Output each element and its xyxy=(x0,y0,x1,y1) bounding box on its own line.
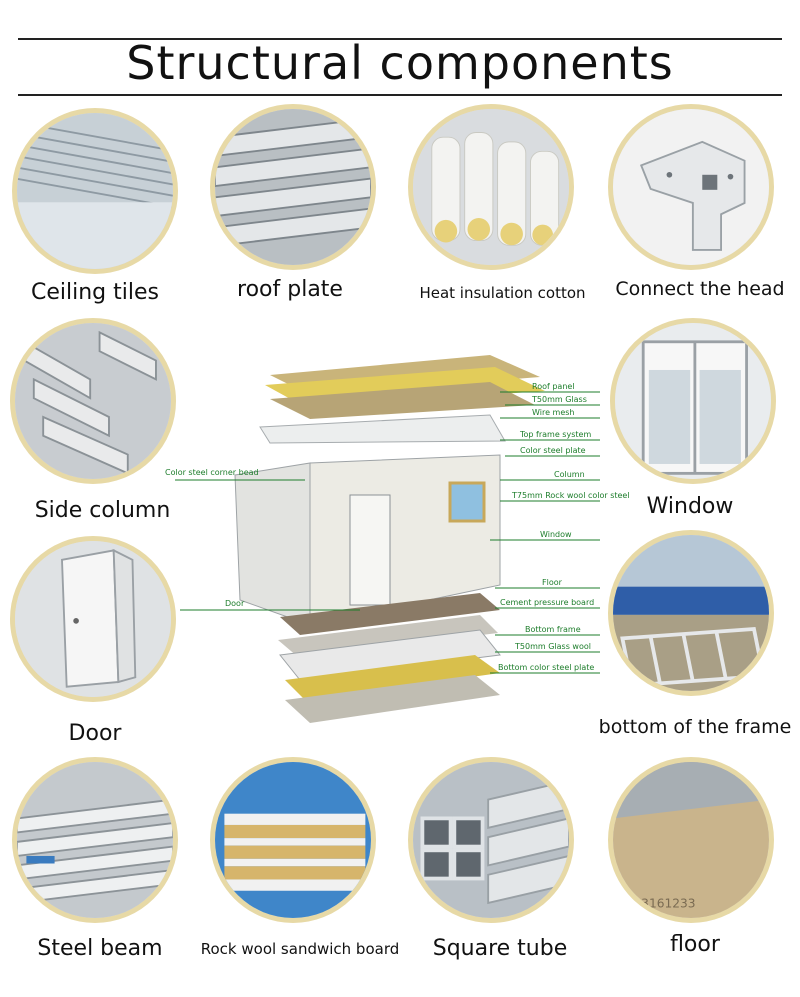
callout-cement-board: Cement pressure board xyxy=(500,598,594,607)
steel-beam-image xyxy=(12,757,178,923)
floor-image: 3161233 xyxy=(608,757,774,923)
side-column-label: Side column xyxy=(34,498,171,523)
ceiling-tiles-label: Ceiling tiles xyxy=(31,280,159,305)
roof-plate-label: roof plate xyxy=(237,277,343,302)
callout-floor: Floor xyxy=(542,578,563,587)
rock-wool-image xyxy=(210,757,376,923)
callout-glass-wool: T50mm Glass wool xyxy=(514,642,591,651)
floor-label: floor xyxy=(670,932,720,957)
title-rule-top xyxy=(18,38,782,40)
door-image xyxy=(10,536,176,702)
callout-column: Column xyxy=(554,470,585,479)
callout-wire-mesh: Wire mesh xyxy=(532,408,575,417)
callout-color-steel-plate: Color steel plate xyxy=(520,446,586,455)
square-tube-label: Square tube xyxy=(432,936,568,961)
callout-rock-wool: T75mm Rock wool color steel xyxy=(511,491,630,500)
ceiling-tiles-image xyxy=(12,108,178,274)
side-column-image xyxy=(10,318,176,484)
rock-wool-label: Rock wool sandwich board xyxy=(200,940,400,958)
roof-plate-image xyxy=(210,104,376,270)
window-image xyxy=(610,318,776,484)
callout-bottom-frame: Bottom frame xyxy=(525,625,581,634)
square-tube-image xyxy=(408,757,574,923)
exploded-house-diagram xyxy=(234,355,545,723)
title-rule-bottom xyxy=(18,94,782,96)
page-title: Structural components xyxy=(126,36,674,90)
bottom-frame-image xyxy=(608,530,774,696)
diagram-callouts: Roof panel T50mm Glass Wire mesh Top fra… xyxy=(165,382,630,674)
callout-top-frame: Top frame system xyxy=(519,430,591,439)
callout-window: Window xyxy=(540,530,572,539)
insulation-image xyxy=(408,104,574,270)
callout-glass: T50mm Glass xyxy=(531,395,587,404)
insulation-label: Heat insulation cotton xyxy=(419,284,586,302)
door-label: Door xyxy=(68,721,122,746)
window-label: Window xyxy=(646,494,734,519)
callout-door: Door xyxy=(225,599,245,608)
floor-photo-text: 3161233 xyxy=(641,897,695,911)
steel-beam-label: Steel beam xyxy=(37,936,163,961)
callout-bottom-steel-plate: Bottom color steel plate xyxy=(498,663,594,672)
callout-corner-bead: Color steel corner bead xyxy=(165,468,259,477)
connect-head-label: Connect the head xyxy=(615,278,785,300)
connect-head-image xyxy=(608,104,774,270)
bottom-frame-label: bottom of the frame xyxy=(598,716,792,738)
callout-roof-panel: Roof panel xyxy=(532,382,575,391)
